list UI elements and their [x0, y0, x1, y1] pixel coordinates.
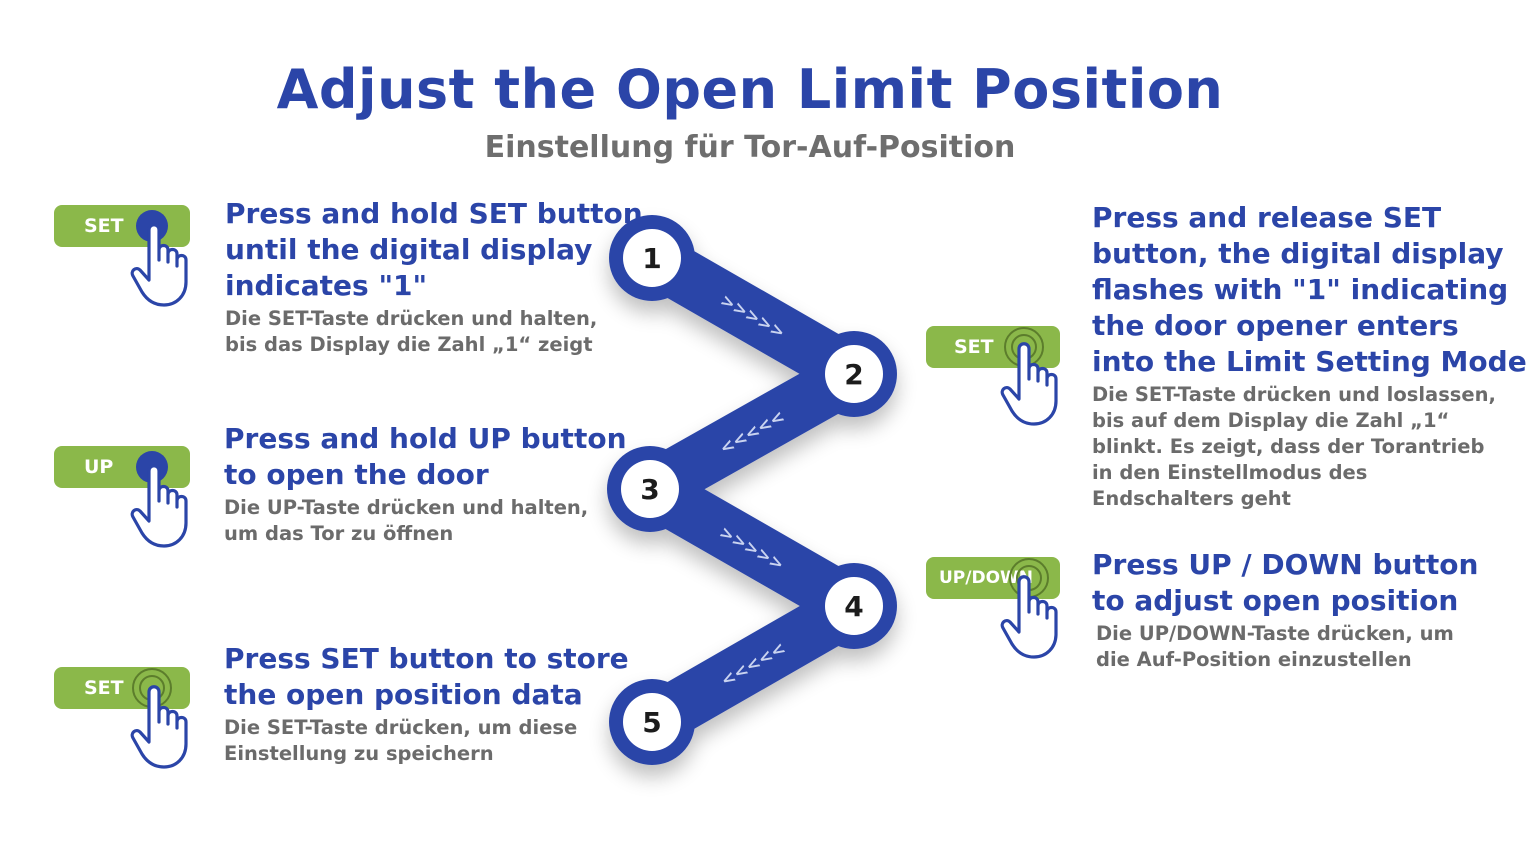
step-2-english-line: into the Limit Setting Mode — [1092, 345, 1527, 378]
pointing-hand-icon — [130, 464, 188, 548]
flow-node-2: 2 — [811, 331, 897, 417]
step-1-english-line: indicates "1" — [225, 269, 428, 302]
step-2-german-line: in den Einstellmodus des — [1092, 461, 1368, 484]
button-label: SET — [84, 677, 124, 699]
up-button-illustration-step-3: UP — [54, 446, 190, 488]
svg-text:3: 3 — [640, 473, 659, 506]
step-2-english-line: button, the digital display — [1092, 237, 1504, 270]
pointing-hand-icon — [1000, 342, 1058, 426]
step-4-german-line: die Auf-Position einzustellen — [1096, 648, 1412, 671]
page-title: Adjust the Open Limit Position — [276, 58, 1224, 121]
step-1-english-line: until the digital display — [225, 233, 593, 266]
step-3-english-line: Press and hold UP button — [224, 422, 627, 455]
step-3-german-line: Die UP-Taste drücken und halten, — [224, 496, 589, 519]
step-2-german-line: Endschalters geht — [1092, 487, 1291, 510]
step-3-german-line: um das Tor zu öffnen — [224, 522, 454, 545]
step-5-text: Press SET button to store the open posit… — [224, 641, 629, 767]
up-down-button-illustration-step-4: UP/DOWN — [926, 557, 1060, 599]
step-2-english-line: Press and release SET — [1092, 201, 1442, 234]
pointing-hand-icon — [130, 685, 188, 769]
svg-text:5: 5 — [642, 706, 661, 739]
step-3-text: Press and hold UP button to open the doo… — [224, 421, 627, 547]
step-2-german-line: blinkt. Es zeigt, dass der Torantrieb — [1092, 435, 1485, 458]
step-4-german-line: Die UP/DOWN-Taste drücken, um — [1096, 622, 1454, 645]
flow-node-5: 5 — [609, 679, 695, 765]
step-4-english-line: Press UP / DOWN button — [1092, 548, 1479, 581]
button-label: SET — [84, 215, 124, 237]
flow-node-1: 1 — [609, 215, 695, 301]
step-5-english-line: the open position data — [224, 678, 583, 711]
step-2-english-line: flashes with "1" indicating — [1092, 273, 1509, 306]
step-2-german-line: bis auf dem Display die Zahl „1“ — [1092, 409, 1450, 432]
step-1-english-line: Press and hold SET button — [225, 197, 643, 230]
step-5-german-line: Die SET-Taste drücken, um diese — [224, 716, 578, 739]
step-1-german-line: bis das Display die Zahl „1“ zeigt — [225, 333, 593, 356]
button-label: UP/DOWN — [939, 568, 1034, 588]
svg-text:4: 4 — [844, 590, 863, 623]
step-4-text: Press UP / DOWN button to adjust open po… — [1092, 547, 1478, 673]
step-3-english-line: to open the door — [224, 458, 489, 491]
flow-node-3: 3 — [607, 446, 693, 532]
step-4-english-line: to adjust open position — [1092, 584, 1459, 617]
button-label: SET — [954, 336, 994, 358]
step-1-text: Press and hold SET button until the digi… — [225, 196, 643, 358]
step-2-german-line: Die SET-Taste drücken und loslassen, — [1092, 383, 1496, 406]
step-2-english-line: the door opener enters — [1092, 309, 1459, 342]
step-5-german-line: Einstellung zu speichern — [224, 742, 494, 765]
step-2-text: Press and release SET button, the digita… — [1092, 200, 1527, 512]
svg-text:2: 2 — [844, 358, 863, 391]
flow-node-4: 4 — [811, 563, 897, 649]
step-1-german-line: Die SET-Taste drücken und halten, — [225, 307, 598, 330]
set-button-illustration-step-2: SET — [926, 326, 1060, 368]
page-subtitle: Einstellung für Tor-Auf-Position — [484, 130, 1016, 165]
step-5-english-line: Press SET button to store — [224, 642, 629, 675]
svg-text:1: 1 — [642, 242, 661, 275]
button-label: UP — [84, 456, 114, 478]
pointing-hand-icon — [1000, 575, 1058, 659]
set-button-illustration-step-5: SET — [54, 667, 190, 709]
pointing-hand-icon — [130, 223, 188, 307]
